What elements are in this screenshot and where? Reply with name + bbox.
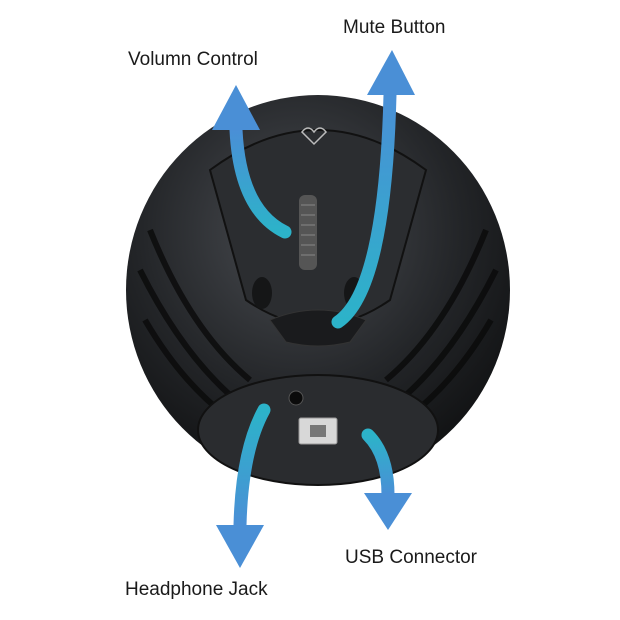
arrow-usb xyxy=(361,428,412,530)
arrow-headphone xyxy=(216,403,271,568)
label-usb-connector: USB Connector xyxy=(345,547,478,568)
arrow-mute xyxy=(331,50,415,329)
label-volume-control: Volumn Control xyxy=(128,49,258,70)
microphone-body xyxy=(126,95,510,486)
volume-dial xyxy=(299,195,317,270)
arrow-volume xyxy=(212,85,292,239)
label-mute-button: Mute Button xyxy=(343,17,446,38)
logo-icon xyxy=(301,127,327,146)
headphone-jack xyxy=(288,390,304,406)
label-headphone-jack: Headphone Jack xyxy=(125,579,268,600)
